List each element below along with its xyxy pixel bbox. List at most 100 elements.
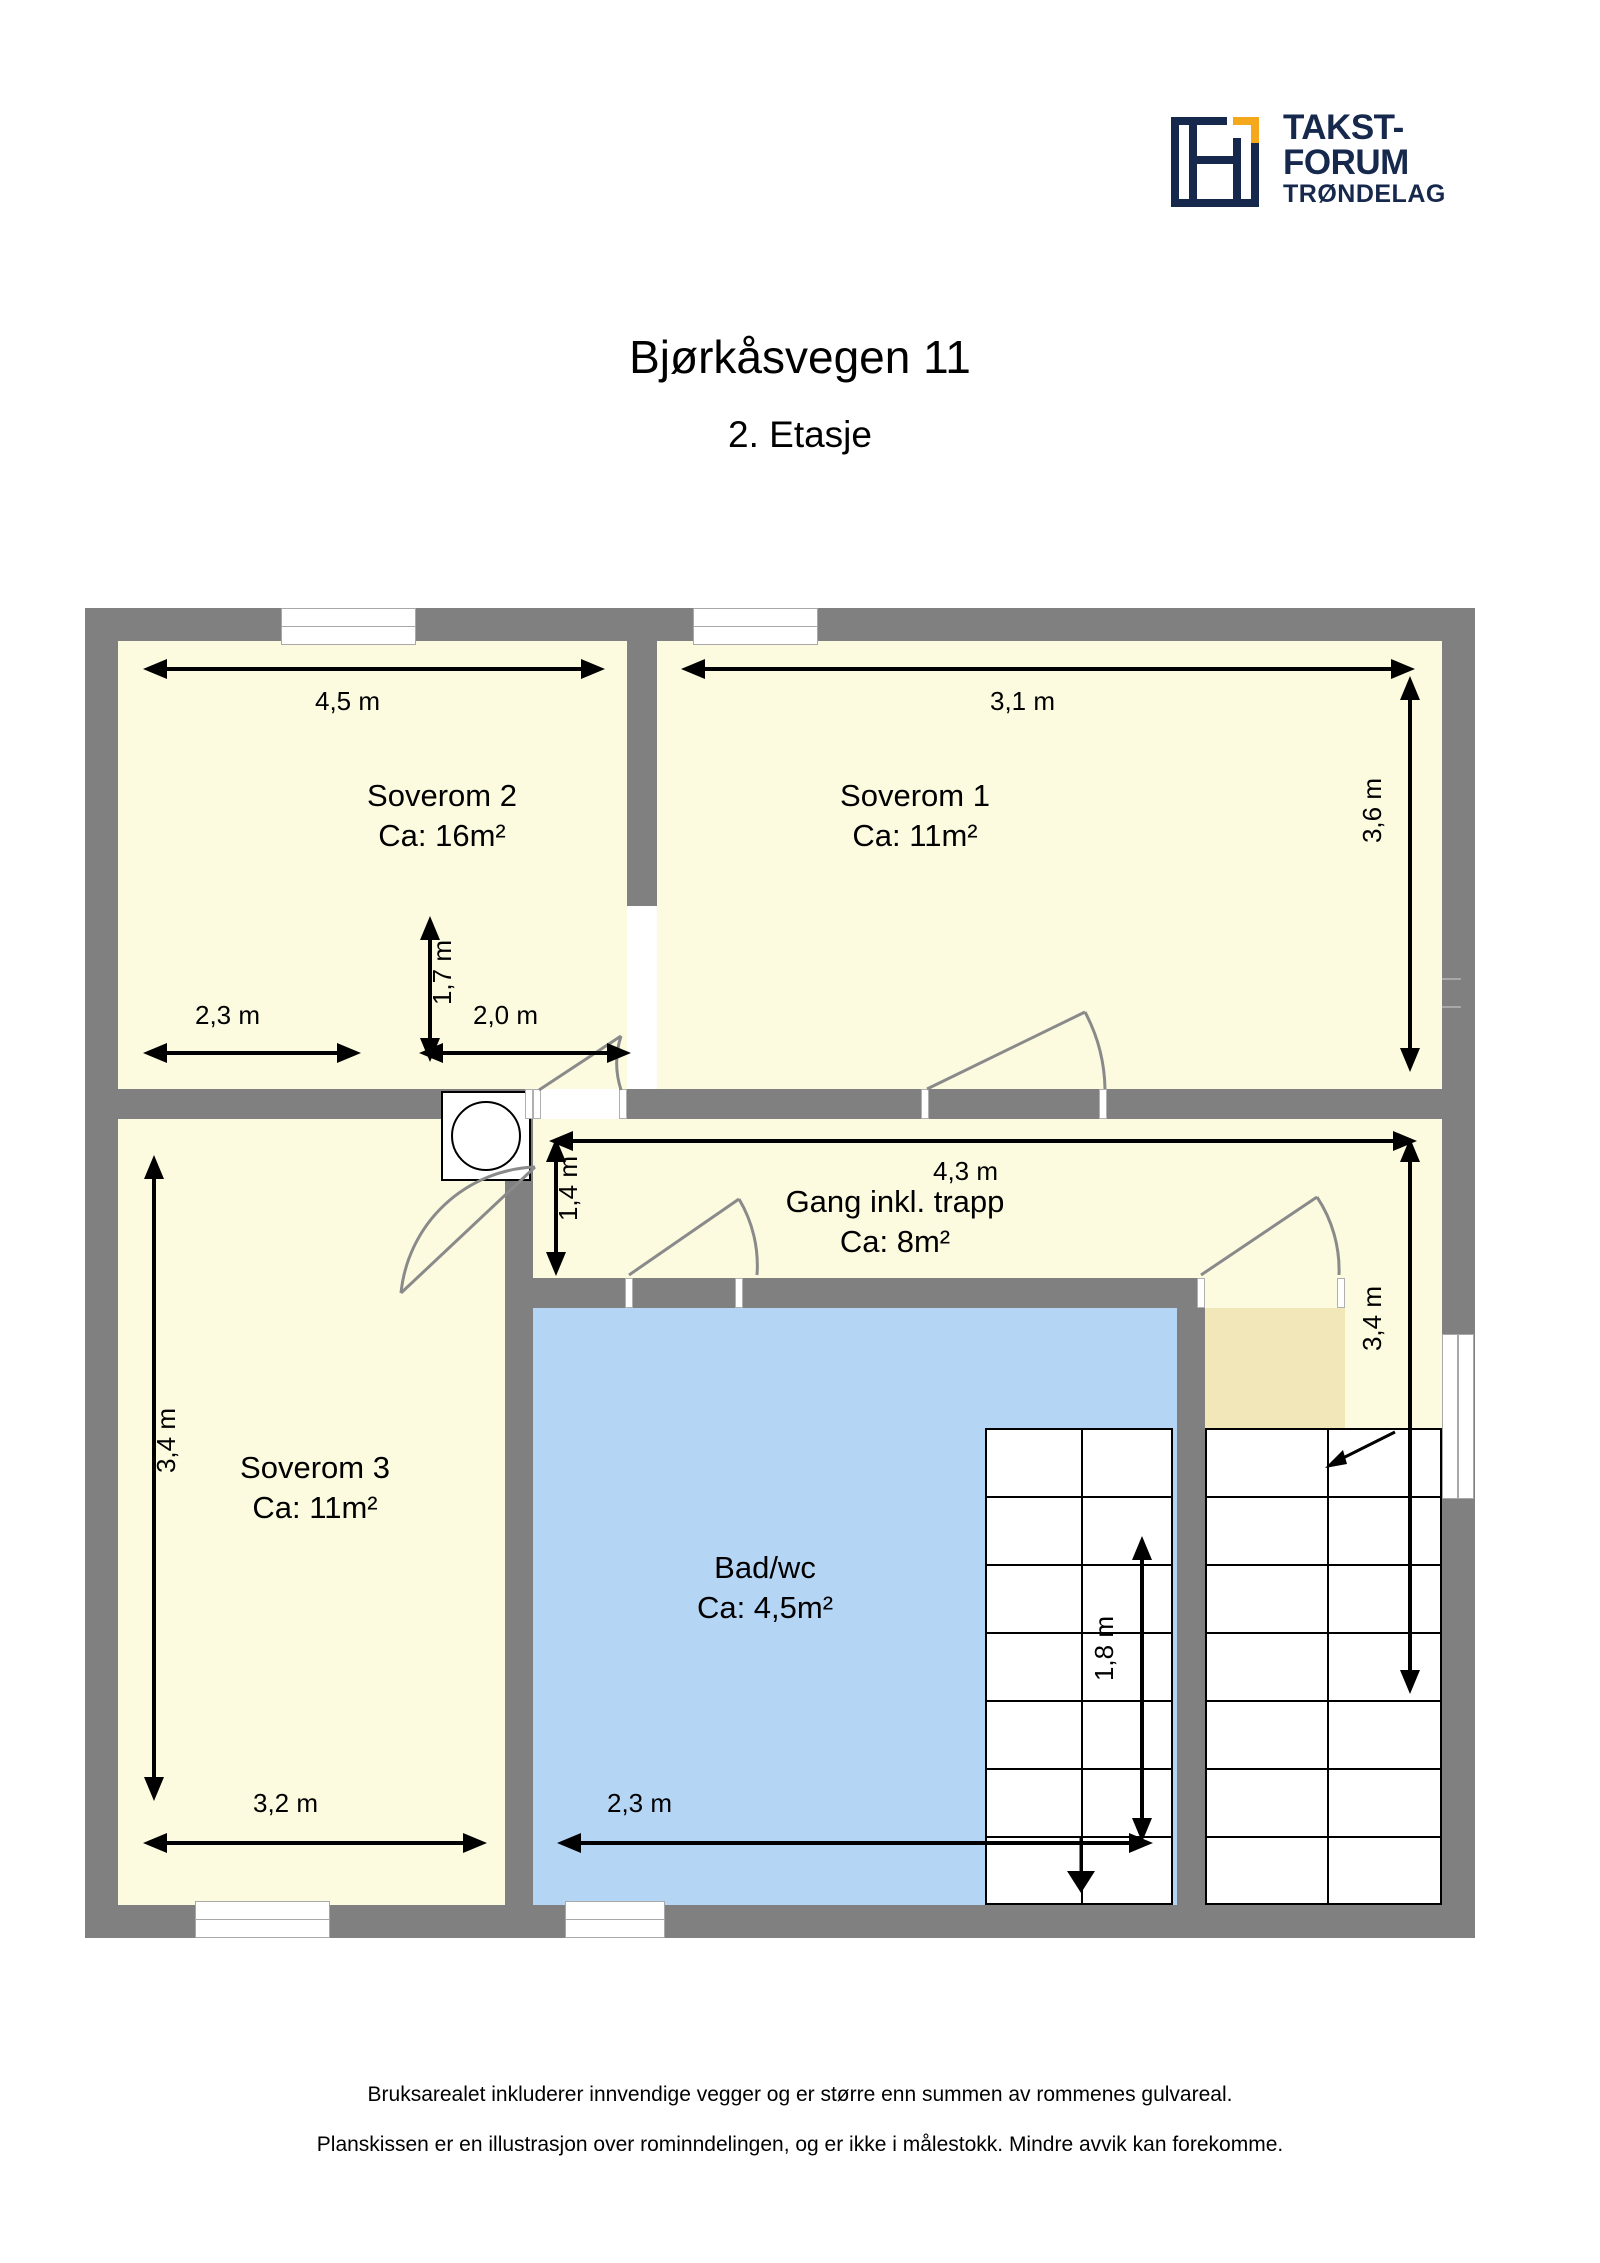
dim-label-bad-height: 1,8 m bbox=[1089, 1616, 1119, 1682]
stair-tread bbox=[987, 1566, 1171, 1634]
stair-center-line bbox=[1081, 1430, 1083, 1903]
dim-arrow-sov3-height bbox=[144, 1155, 164, 1801]
room-area-badwc: Ca: 4,5m² bbox=[696, 1590, 834, 1625]
room-label-soverom1: Soverom 1 Ca: 11m² bbox=[725, 776, 1105, 856]
dim-arrow-sov2-lower-width bbox=[143, 1043, 361, 1063]
takstforum-logo: TAKST- FORUM TRØNDELAG bbox=[1165, 110, 1475, 212]
window-right-gang-a bbox=[1442, 978, 1461, 980]
footer-line-2: Planskissen er en illustrasjon over romi… bbox=[316, 2133, 1284, 2156]
room-name-soverom3: Soverom 3 bbox=[240, 1450, 390, 1485]
dim-label-hall-height: 1,4 m bbox=[553, 1156, 583, 1222]
stair-tread bbox=[987, 1498, 1171, 1566]
window-top-left-inner bbox=[281, 626, 416, 645]
stair-tread bbox=[987, 1430, 1171, 1498]
wall-bad-top bbox=[505, 1278, 1205, 1308]
door-swing-soverom1 bbox=[926, 1010, 1107, 1091]
wall-sov2-sov1-divider bbox=[627, 608, 657, 906]
dim-label-hall-width: 4,3 m bbox=[933, 1156, 999, 1186]
window-right-gang-inner bbox=[1458, 1334, 1474, 1499]
window-bottom-bad-inner bbox=[565, 1919, 665, 1938]
window-top-left-outer bbox=[281, 608, 416, 627]
stair-center-line bbox=[1327, 1430, 1329, 1903]
wall-horizontal-mid-right bbox=[627, 1089, 1475, 1119]
footer-disclaimer: Bruksarealet inkluderer innvendige vegge… bbox=[0, 2070, 1600, 2170]
wall-outer-left bbox=[85, 608, 118, 1938]
room-label-badwc: Bad/wc Ca: 4,5m² bbox=[555, 1548, 975, 1628]
door-jamb-sov1 bbox=[1099, 1089, 1107, 1119]
dim-arrow-closet-width bbox=[419, 1043, 631, 1063]
door-jamb-closet-left bbox=[533, 1089, 541, 1119]
wall-bad-right bbox=[1177, 1278, 1205, 1905]
stair-tread bbox=[987, 1702, 1171, 1770]
room-label-soverom3: Soverom 3 Ca: 11m² bbox=[135, 1448, 495, 1528]
stair-tread bbox=[1207, 1634, 1440, 1702]
room-name-gang: Gang inkl. trapp bbox=[785, 1184, 1005, 1219]
dim-arrow-sov3-width bbox=[143, 1833, 487, 1853]
stair-tread bbox=[987, 1770, 1171, 1838]
page-title: Bjørkåsvegen 11 bbox=[629, 331, 971, 383]
window-bottom-bad-outer bbox=[565, 1901, 665, 1920]
stair-tread bbox=[1207, 1770, 1440, 1838]
window-top-right-outer bbox=[693, 608, 818, 627]
dim-arrow-sov1-height bbox=[1400, 676, 1420, 1072]
stair-tread bbox=[1207, 1702, 1440, 1770]
dim-arrow-hall-height bbox=[546, 1138, 566, 1276]
stair-tread bbox=[1207, 1430, 1440, 1498]
wall-bad-left bbox=[505, 1278, 533, 1905]
room-name-badwc: Bad/wc bbox=[714, 1550, 816, 1585]
window-right-gang-outer bbox=[1442, 1334, 1458, 1499]
door-swing-badwc bbox=[628, 1197, 759, 1277]
dim-label-sov2-width: 4,5 m bbox=[315, 686, 381, 716]
dim-label-closet-height: 1,7 m bbox=[427, 940, 457, 1006]
chimney-icon bbox=[441, 1091, 531, 1181]
dim-label-sov1-height: 3,6 m bbox=[1357, 778, 1387, 844]
room-area-gang: Ca: 8m² bbox=[839, 1224, 951, 1259]
takstforum-bracket-icon bbox=[1165, 112, 1265, 212]
dim-arrow-bad-height bbox=[1132, 1536, 1152, 1842]
dim-arrow-bad-width bbox=[557, 1833, 1153, 1853]
logo-line-2: FORUM bbox=[1283, 143, 1409, 182]
window-top-right-inner bbox=[693, 626, 818, 645]
dim-label-stair-height: 3,4 m bbox=[1357, 1286, 1387, 1352]
door-jamb-landing-right bbox=[1337, 1278, 1345, 1308]
logo-line-3: TRØNDELAG bbox=[1283, 180, 1446, 208]
window-right-outer bbox=[1442, 1006, 1461, 1008]
room-label-gang: Gang inkl. trapp Ca: 8m² bbox=[645, 1182, 1145, 1262]
staircase-right bbox=[1205, 1428, 1442, 1905]
room-soverom1 bbox=[657, 641, 1442, 1089]
dim-label-sov1-width: 3,1 m bbox=[990, 686, 1056, 716]
dim-arrow-sov1-width bbox=[681, 659, 1415, 679]
dim-leader-stair-height bbox=[1325, 1430, 1396, 1468]
room-area-soverom2: Ca: 16m² bbox=[378, 818, 506, 853]
room-area-soverom1: Ca: 11m² bbox=[852, 818, 978, 853]
logo-wordmark: TAKST- FORUM TRØNDELAG bbox=[1283, 110, 1483, 209]
dim-label-bad-width: 2,3 m bbox=[607, 1788, 673, 1818]
door-swing-soverom3 bbox=[399, 1165, 537, 1295]
door-swing-stair-landing bbox=[1200, 1195, 1341, 1277]
door-jamb-sov1-b bbox=[921, 1089, 929, 1119]
room-name-soverom2: Soverom 2 bbox=[367, 778, 517, 813]
door-jamb-bad-right bbox=[735, 1278, 743, 1308]
door-jamb-chimney-top bbox=[525, 1089, 533, 1119]
room-area-soverom3: Ca: 11m² bbox=[252, 1490, 378, 1525]
dim-label-sov3-width: 3,2 m bbox=[253, 1788, 319, 1818]
door-jamb-landing-left bbox=[1197, 1278, 1205, 1308]
window-bottom-left-inner bbox=[195, 1919, 330, 1938]
footer-line-1: Bruksarealet inkluderer innvendige vegge… bbox=[367, 2083, 1233, 2106]
dim-arrow-sov2-width bbox=[143, 659, 605, 679]
room-name-soverom1: Soverom 1 bbox=[840, 778, 990, 813]
stair-tread bbox=[1207, 1498, 1440, 1566]
room-soverom2 bbox=[118, 641, 627, 1089]
window-bottom-left-outer bbox=[195, 1901, 330, 1920]
door-jamb-closet-right bbox=[619, 1089, 627, 1119]
dim-label-sov2-lower-width: 2,3 m bbox=[195, 1000, 261, 1030]
dim-arrow-stair-height bbox=[1400, 1138, 1420, 1694]
dim-label-closet-width: 2,0 m bbox=[473, 1000, 539, 1030]
door-swing-closet bbox=[538, 1034, 623, 1092]
room-gang bbox=[533, 1119, 1442, 1278]
stair-tread bbox=[1207, 1566, 1440, 1634]
logo-line-1: TAKST- bbox=[1283, 108, 1404, 147]
floor-plan: 4,5 m 3,1 m 3,6 m 2,3 m 1,7 m 2,0 m 4, bbox=[85, 608, 1475, 1968]
room-label-soverom2: Soverom 2 Ca: 16m² bbox=[252, 776, 632, 856]
dim-arrow-hall-width bbox=[549, 1131, 1417, 1151]
